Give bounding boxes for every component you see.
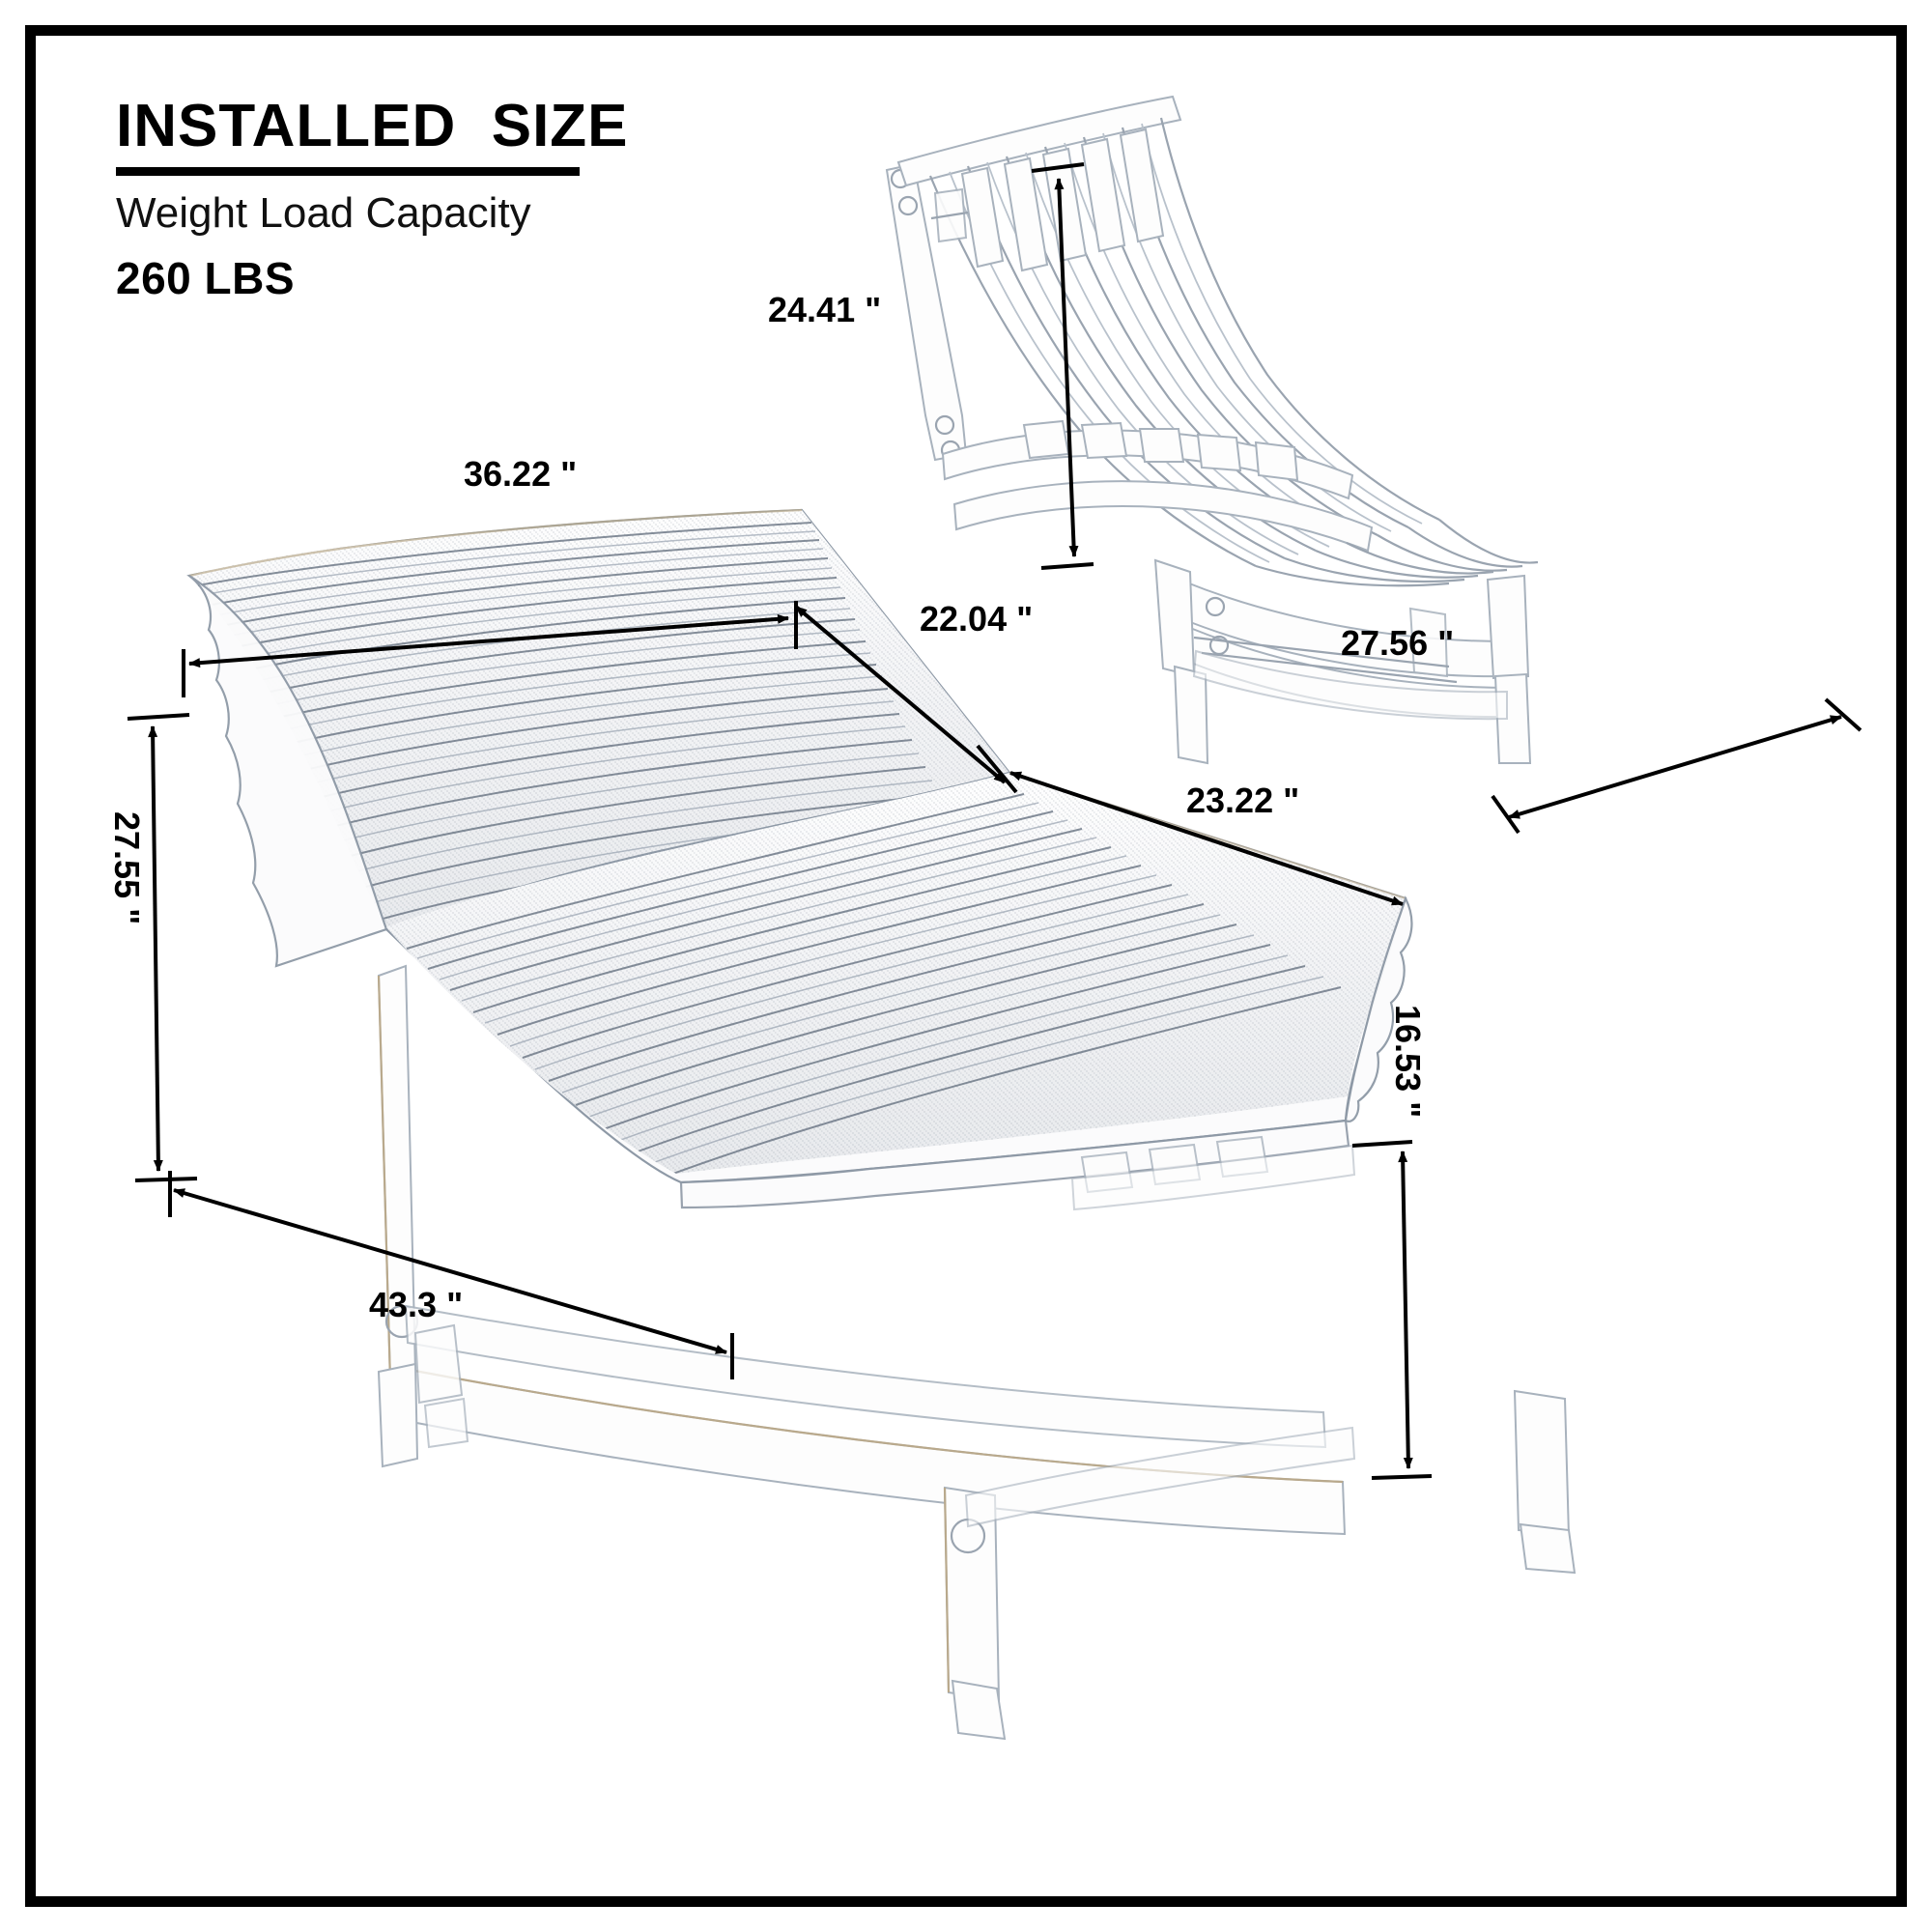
weight-capacity-value: 260 LBS (116, 252, 296, 303)
assembled-dimension-lines (127, 601, 1433, 1480)
dimension-label-frame-depth: 27.56 " (1341, 623, 1455, 663)
dimension-label-seat-height: 16.53 " (1388, 1005, 1428, 1119)
dimension-label-back-depth: 22.04 " (920, 599, 1034, 639)
title-underline (116, 167, 580, 177)
dimension-label-back-height: 27.55 " (107, 811, 147, 925)
title-block: INSTALLED SIZE Weight Load Capacity 260 … (116, 95, 792, 304)
weight-capacity-label: Weight Load Capacity (116, 189, 531, 238)
page-title: INSTALLED SIZE (116, 93, 629, 159)
dimension-label-overall-length: 43.3 " (369, 1285, 464, 1324)
dimension-label-back-width: 36.22 " (464, 454, 578, 494)
frame-dimension-lines (1031, 162, 1862, 835)
dimension-label-frame-height: 24.41 " (768, 290, 882, 329)
dimension-label-seat-depth: 23.22 " (1186, 781, 1300, 820)
